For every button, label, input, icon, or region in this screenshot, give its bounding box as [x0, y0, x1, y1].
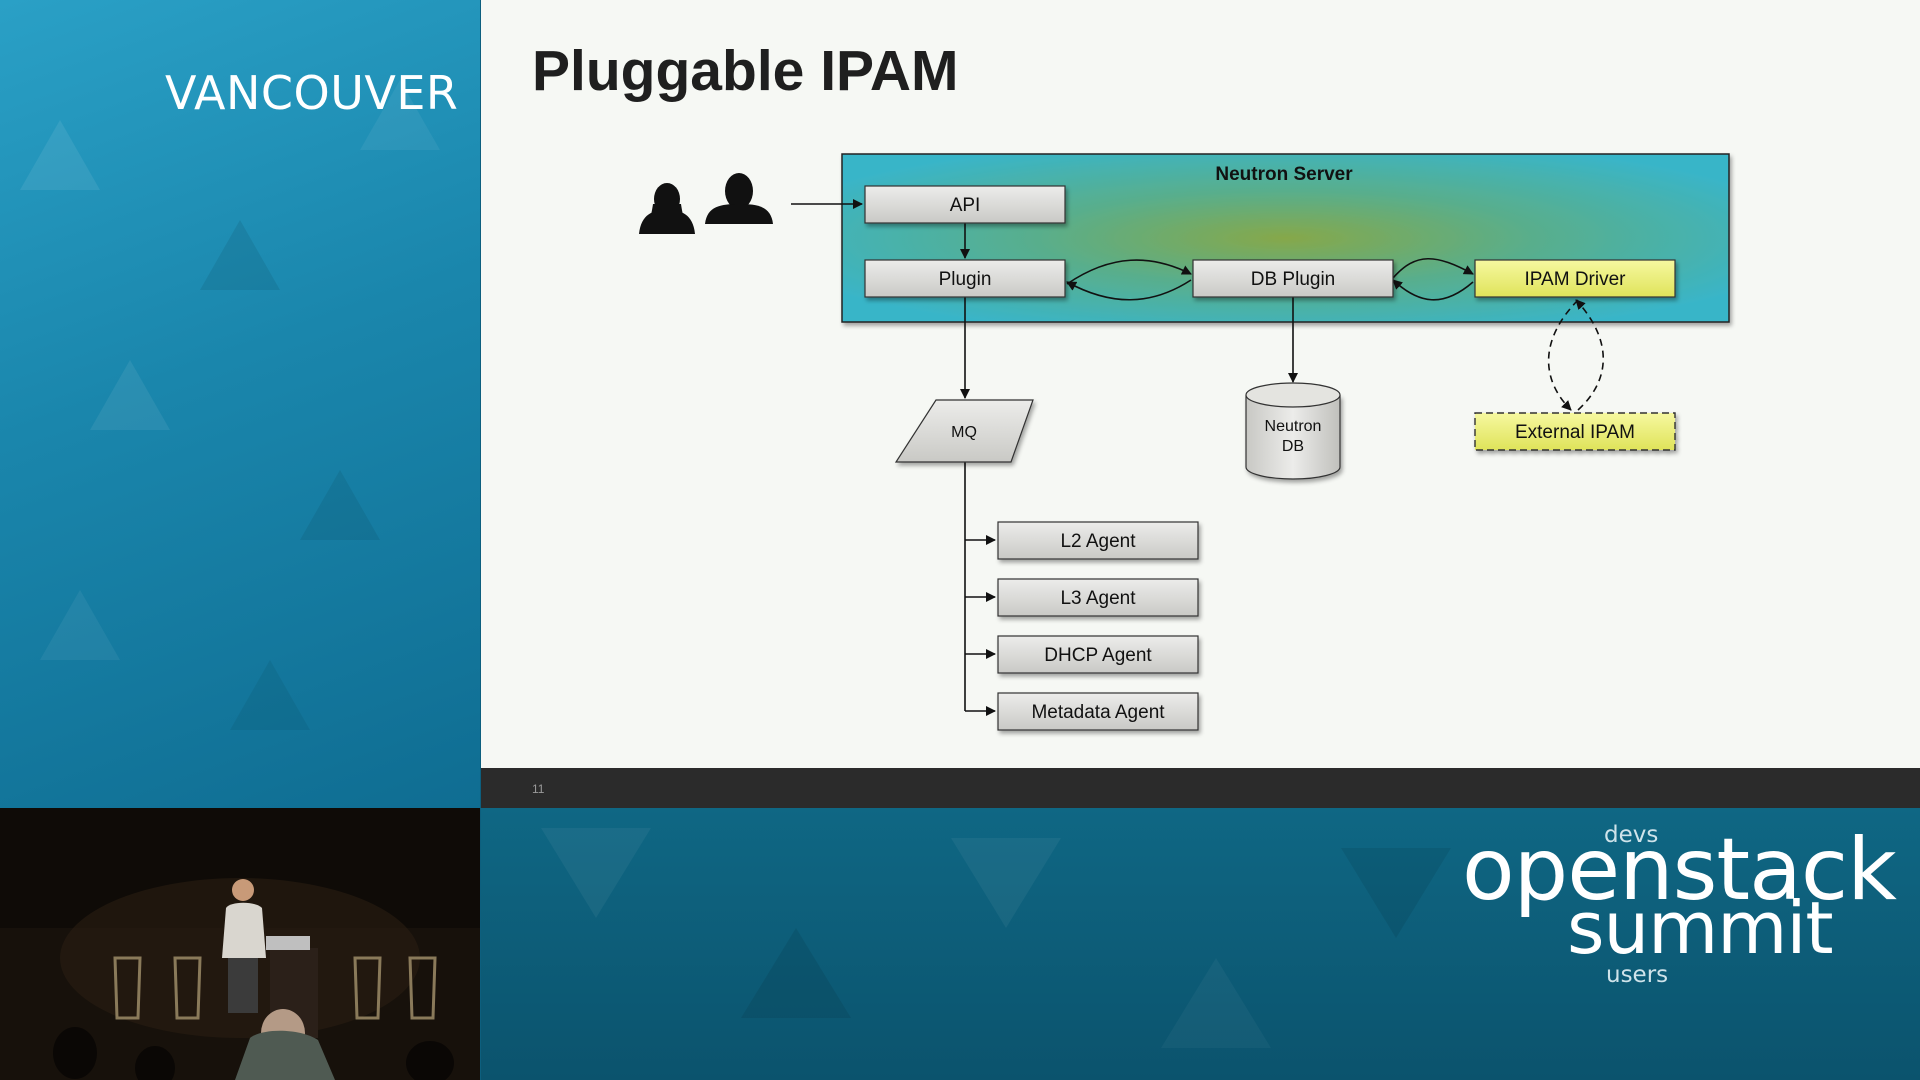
pattern-triangle [300, 470, 380, 540]
ipam-driver-box [1474, 259, 1676, 298]
pattern-triangle [40, 590, 120, 660]
event-branding-panel: devs openstack summit users [481, 808, 1920, 1080]
dhcp-agent-node: DHCP Agent [997, 635, 1199, 674]
l2-agent-node: L2 Agent [997, 521, 1199, 560]
pattern-triangle [360, 80, 440, 150]
pattern-triangle [1161, 958, 1271, 1048]
slide-footer: 11 [481, 768, 1920, 808]
user-female-icon [639, 183, 695, 234]
api-node: API [864, 185, 1066, 224]
slide-page-number: 11 [532, 782, 545, 796]
speaker-head [232, 879, 254, 901]
pattern-triangle [200, 220, 280, 290]
plugin-label: Plugin [939, 269, 992, 290]
slide: Pluggable IPAM [481, 0, 1920, 768]
ipam-driver-label: IPAM Driver [1525, 269, 1627, 290]
l2-agent-label: L2 Agent [1060, 531, 1136, 552]
audience-member [135, 1046, 175, 1080]
ipam-driver-node: IPAM Driver [1474, 259, 1676, 298]
db-plugin-node: DB Plugin [1192, 259, 1394, 298]
brand-users-label: users [1606, 962, 1669, 988]
audience-member [406, 1041, 454, 1080]
pattern-triangle [20, 120, 100, 190]
ipam-to-external-arrow [1547, 299, 1579, 411]
api-box [864, 185, 1066, 224]
l3-agent-box [997, 578, 1199, 617]
db-plugin-box [1192, 259, 1394, 298]
plugin-box [864, 259, 1066, 298]
neutron-db-label-line1: Neutron [1265, 418, 1322, 435]
pattern-triangle [1341, 848, 1451, 938]
l3-agent-label: L3 Agent [1060, 588, 1136, 609]
ipam-architecture-diagram: Neutron Server [639, 153, 1730, 731]
metadata-agent-node: Metadata Agent [997, 692, 1199, 731]
mq-node: MQ [894, 399, 1034, 463]
stage-chairs [113, 956, 437, 1020]
pattern-triangle [90, 360, 170, 430]
dhcp-agent-box [997, 635, 1199, 674]
pattern-triangle [741, 928, 851, 1018]
external-ipam-box [1474, 412, 1676, 451]
audience-member [235, 1030, 335, 1080]
dhcp-agent-label: DHCP Agent [1044, 645, 1152, 666]
speaker-legs [228, 958, 258, 1013]
brand-devs-label: devs [1604, 822, 1659, 848]
speaker-video-frame [0, 808, 480, 1080]
event-side-panel: VANCOUVER [0, 0, 480, 808]
neutron-db-node: Neutron DB [1245, 382, 1341, 480]
db-plugin-label: DB Plugin [1251, 269, 1336, 290]
dbplugin-to-plugin-arrow [1066, 279, 1192, 301]
laptop [266, 936, 310, 950]
mq-shape [894, 399, 1034, 463]
external-ipam-label: External IPAM [1515, 422, 1635, 443]
neutron-db-body [1245, 395, 1341, 480]
external-ipam-node: External IPAM [1474, 412, 1676, 451]
audience-member [53, 1027, 97, 1079]
brand-summit-wordmark: summit [1567, 886, 1834, 970]
l3-agent-node: L3 Agent [997, 578, 1199, 617]
metadata-agent-label: Metadata Agent [1031, 702, 1165, 723]
dbplugin-to-ipam-arrow [1392, 257, 1474, 279]
external-to-ipam-arrow [1575, 299, 1605, 411]
slide-title: Pluggable IPAM [532, 39, 959, 103]
neutron-db-label-line2: DB [1282, 438, 1304, 455]
speaker-video [0, 808, 480, 1080]
ipam-to-dbplugin-arrow [1392, 279, 1474, 301]
event-city-label: VANCOUVER [165, 66, 459, 120]
l2-agent-box [997, 521, 1199, 560]
metadata-agent-box [997, 692, 1199, 731]
mq-label: MQ [951, 424, 977, 441]
speaker-body [222, 902, 266, 958]
pattern-triangle [951, 838, 1061, 928]
neutron-db-top [1245, 382, 1341, 408]
user-male-icon [705, 173, 773, 224]
plugin-to-dbplugin-arrow [1066, 259, 1192, 285]
pattern-triangle [541, 828, 651, 918]
brand-openstack-wordmark: openstack [1462, 820, 1897, 920]
api-label: API [950, 195, 981, 216]
connectors [791, 199, 1605, 716]
neutron-server-label: Neutron Server [1215, 164, 1353, 185]
plugin-node: Plugin [864, 259, 1066, 298]
pattern-triangle [230, 660, 310, 730]
